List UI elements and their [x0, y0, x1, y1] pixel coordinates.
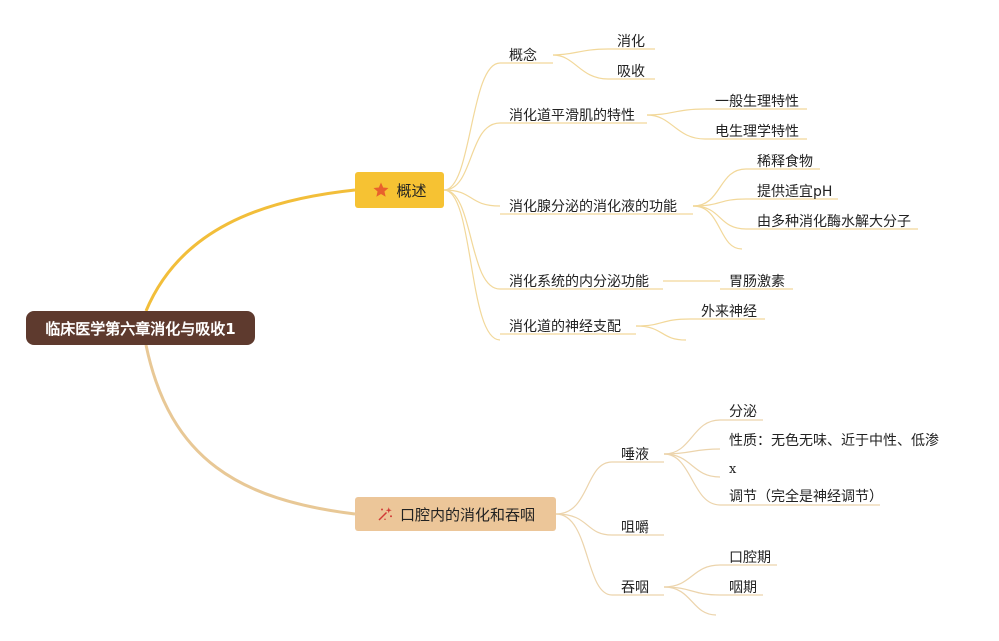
branch-overview[interactable]: 概述: [355, 172, 444, 208]
node-endocrine[interactable]: 消化系统的内分泌功能: [509, 274, 649, 290]
star-icon: [372, 181, 390, 199]
branch-oral-digestion[interactable]: 口腔内的消化和吞咽: [355, 497, 556, 531]
node-innervation[interactable]: 消化道的神经支配: [509, 319, 621, 335]
node-extrinsic-nerve[interactable]: 外来神经: [701, 304, 757, 320]
node-gi-hormones[interactable]: 胃肠激素: [729, 274, 785, 290]
node-digestive-juice[interactable]: 消化腺分泌的消化液的功能: [509, 199, 677, 215]
node-swallowing[interactable]: 吞咽: [621, 580, 649, 596]
node-smooth-muscle[interactable]: 消化道平滑肌的特性: [509, 108, 635, 124]
node-secretion[interactable]: 分泌: [729, 404, 757, 420]
node-concept[interactable]: 概念: [509, 48, 537, 64]
node-chewing[interactable]: 咀嚼: [621, 520, 649, 536]
node-saliva[interactable]: 唾液: [621, 447, 649, 463]
branch-oral-label: 口腔内的消化和吞咽: [399, 505, 535, 524]
node-provide-ph[interactable]: 提供适宜pH: [757, 184, 833, 200]
root-label: 临床医学第六章消化与吸收1: [45, 319, 236, 338]
node-properties[interactable]: 性质：无色无味、近于中性、低渗: [729, 433, 939, 449]
node-oral-phase[interactable]: 口腔期: [729, 550, 771, 566]
sparkle-icon: [376, 505, 394, 523]
branch-overview-label: 概述: [396, 181, 427, 200]
node-pharyngeal-phase[interactable]: 咽期: [729, 580, 757, 596]
node-dilute-food[interactable]: 稀释食物: [757, 154, 813, 170]
node-general-physiology[interactable]: 一般生理特性: [715, 94, 799, 110]
node-regulation[interactable]: 调节（完全是神经调节）: [729, 489, 883, 505]
root-node[interactable]: 临床医学第六章消化与吸收1: [26, 311, 255, 345]
node-electrophysiology[interactable]: 电生理学特性: [715, 124, 799, 140]
node-x[interactable]: x: [729, 462, 737, 477]
node-enzyme-hydrolysis[interactable]: 由多种消化酶水解大分子: [757, 214, 911, 230]
node-absorption[interactable]: 吸收: [617, 64, 645, 80]
node-digestion[interactable]: 消化: [617, 34, 645, 50]
